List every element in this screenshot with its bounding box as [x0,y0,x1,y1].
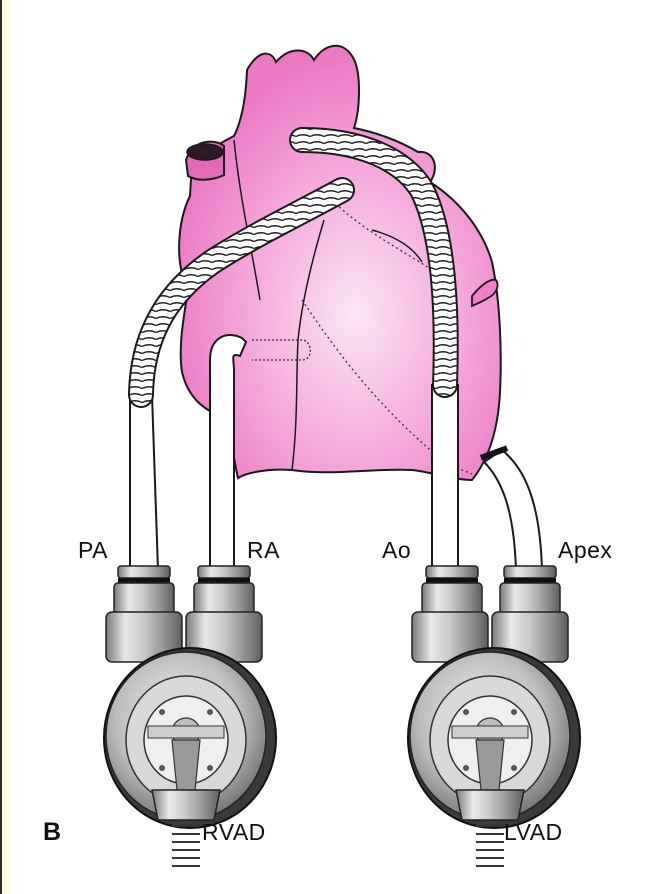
pa-tube [130,395,158,570]
panel-letter: B [43,818,62,847]
label-apex: Apex [558,537,612,564]
label-pa: PA [78,537,108,564]
label-lvad: LVAD [504,819,563,846]
ao-tube [432,385,458,570]
apex-tube [484,450,542,570]
label-rvad: RVAD [202,819,266,846]
label-ra: RA [247,537,280,564]
vena-cava-opening [187,144,223,160]
label-ao: Ao [382,537,411,564]
